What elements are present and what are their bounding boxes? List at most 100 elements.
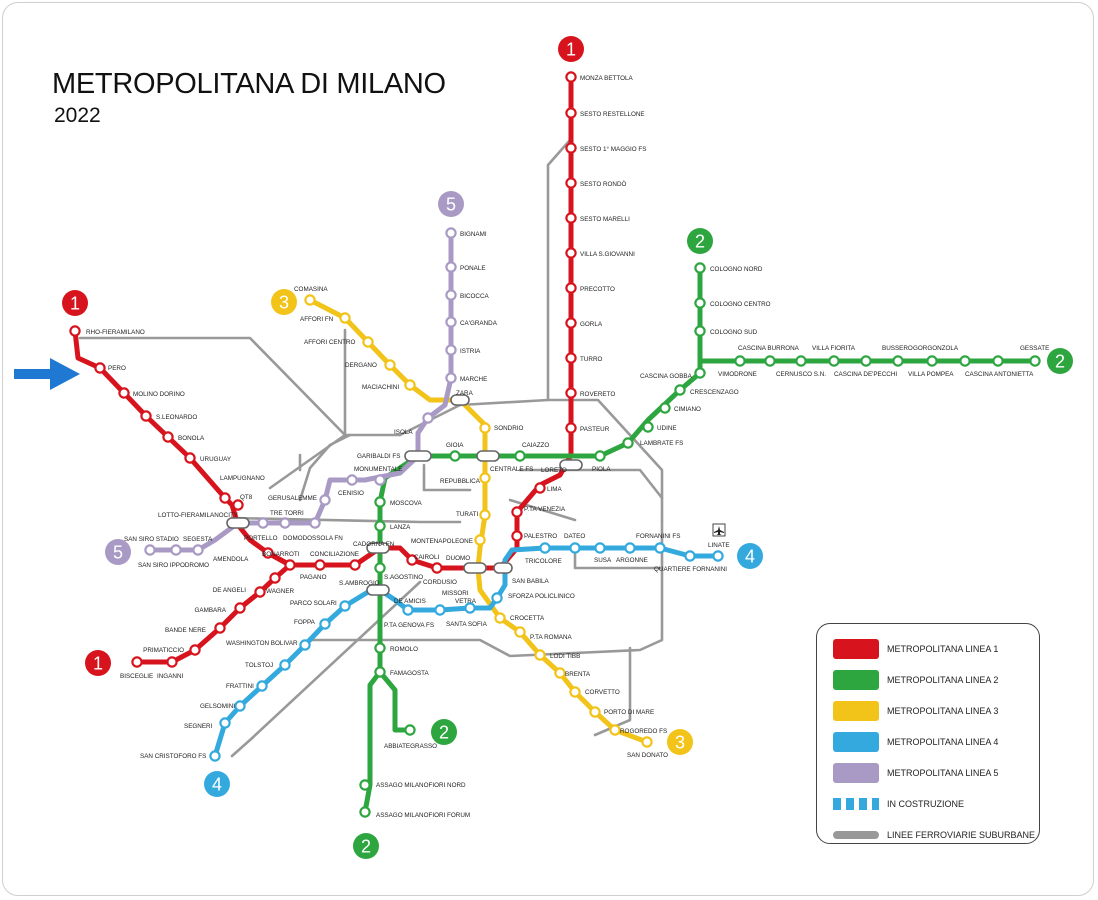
station-label-san-babila: SAN BABILA	[512, 578, 550, 585]
svg-text:1: 1	[566, 40, 576, 60]
station-stop	[209, 750, 221, 762]
station-label-repubblica: REPUBBLICA	[440, 478, 481, 485]
terminus-badge-line3-north: 3	[271, 289, 297, 315]
station-stop	[565, 387, 577, 399]
station-label-istria: ISTRIA	[460, 348, 481, 355]
station-label-sesto-marelli: SESTO MARELLI	[580, 216, 630, 223]
station-stop	[384, 359, 396, 371]
station-label-lampugnano: LAMPUGNANO	[220, 475, 265, 482]
station-stop	[654, 542, 666, 554]
station-label-cascina-de-pecchi: CASCINA DE'PECCHI	[834, 371, 897, 378]
station-stop	[162, 431, 174, 443]
legend-item-4: METROPOLITANA LINEA 4	[833, 731, 998, 753]
station-label-cascina-gobba: CASCINA GOBBA	[640, 373, 693, 380]
station-label-susa: SUSA	[594, 557, 612, 564]
terminus-badge-line2-north: 2	[687, 228, 713, 254]
station-stop	[219, 492, 231, 504]
station-stop	[892, 355, 904, 367]
station-label-zara: ZARA	[456, 390, 474, 397]
station-stop	[166, 656, 178, 668]
station-label-precotto: PRECOTTO	[580, 286, 615, 293]
station-stop	[374, 520, 386, 532]
station-stop	[694, 325, 706, 337]
station-label-santa-sofia: SANTA SOFIA	[446, 621, 488, 628]
station-stops	[69, 71, 1041, 818]
station-label-dateo: DATEO	[564, 533, 585, 540]
station-stop	[569, 686, 581, 698]
station-label-affori-fn: AFFORI FN	[300, 316, 334, 323]
station-label-gambara: GAMBARA	[195, 607, 227, 614]
suburban-segment	[573, 546, 664, 570]
station-stop	[445, 344, 457, 356]
suburban-segment	[78, 336, 347, 437]
station-stop	[641, 736, 653, 748]
station-stop	[374, 474, 386, 486]
station-label-cologno-sud: COLOGNO SUD	[710, 329, 758, 336]
station-label-lotto: LOTTO-FIERAMILANOCITY	[158, 512, 239, 519]
station-stop	[959, 355, 971, 367]
terminus-badge-line4-east: 4	[737, 543, 763, 569]
station-stop	[622, 437, 634, 449]
station-stop	[314, 559, 326, 571]
terminus-badge-line4-south: 4	[204, 771, 230, 797]
station-label-cairoli: CAIROLI	[414, 554, 439, 561]
station-stop	[569, 542, 581, 554]
station-stop	[479, 472, 491, 484]
station-label-udine: UDINE	[657, 425, 677, 432]
interchanges	[226, 394, 583, 596]
station-label-segneri: SEGNERI	[184, 723, 213, 730]
interchange	[559, 459, 583, 471]
station-label-foppa: FOPPA	[294, 619, 316, 626]
station-label-pagano: PAGANO	[300, 574, 327, 581]
station-label-quartiere-fornanini: QUARTIERE FORNANINI	[654, 566, 727, 573]
terminus-badge-line5-west: 5	[105, 539, 131, 565]
station-stop	[144, 544, 156, 556]
station-stop	[514, 626, 526, 638]
station-stop	[565, 142, 577, 154]
station-stop	[624, 542, 636, 554]
station-label-isola: ISOLA	[394, 429, 413, 436]
station-label-cenisio: CENISIO	[338, 490, 364, 497]
legend-swatch	[833, 639, 879, 659]
station-stop	[140, 410, 152, 422]
station-label-romolo: ROMOLO	[390, 646, 418, 653]
station-stop	[69, 325, 81, 337]
station-label-cernusco: CERNUSCO S.N.	[776, 371, 826, 378]
suburban-segment	[508, 498, 577, 522]
terminus-badge-line1-south: 1	[85, 650, 111, 676]
station-label-uruguay: URUGUAY	[200, 456, 232, 463]
station-stop	[474, 534, 486, 546]
arrow-right-icon	[14, 358, 80, 390]
station-stop	[309, 517, 321, 529]
station-stop	[402, 604, 414, 616]
station-stop	[374, 562, 386, 574]
station-label-rogoredo: ROGOREDO FS	[620, 728, 667, 735]
station-label-piola: PIOLA	[592, 466, 611, 473]
suburban-segment	[422, 463, 472, 492]
interchange	[463, 562, 487, 574]
terminus-badge-line3-south: 3	[667, 729, 693, 755]
station-stop	[262, 547, 274, 559]
station-stop	[565, 177, 577, 189]
station-label-famagosta: FAMAGOSTA	[390, 670, 430, 677]
station-stop	[404, 379, 416, 391]
station-stop	[609, 724, 621, 736]
station-stop	[94, 362, 106, 374]
svg-text:2: 2	[695, 232, 705, 252]
station-stop	[304, 294, 316, 306]
station-label-domodossola: DOMODOSSOLA FN	[283, 535, 343, 542]
terminus-badge-line5-north: 5	[438, 191, 464, 217]
station-label-comasina: COMASINA	[294, 286, 328, 293]
station-label-rho-fieramilano: RHO-FIERAMILANO	[86, 329, 145, 336]
station-stop	[214, 622, 226, 634]
station-label-sondrio: SONDRIO	[494, 425, 523, 432]
station-stop	[674, 384, 686, 396]
station-label-gelsomini: GELSOMINI	[200, 703, 235, 710]
station-stop	[434, 604, 446, 616]
station-stop	[1029, 355, 1041, 367]
legend-swatch	[833, 732, 879, 752]
station-label-san-siro-ippodromo: SAN SIRO IPPODROMO	[138, 562, 209, 569]
station-stop	[565, 212, 577, 224]
station-label-cordusio: CORDUSIO	[423, 579, 457, 586]
map-title: METROPOLITANA DI MILANO	[52, 68, 446, 100]
